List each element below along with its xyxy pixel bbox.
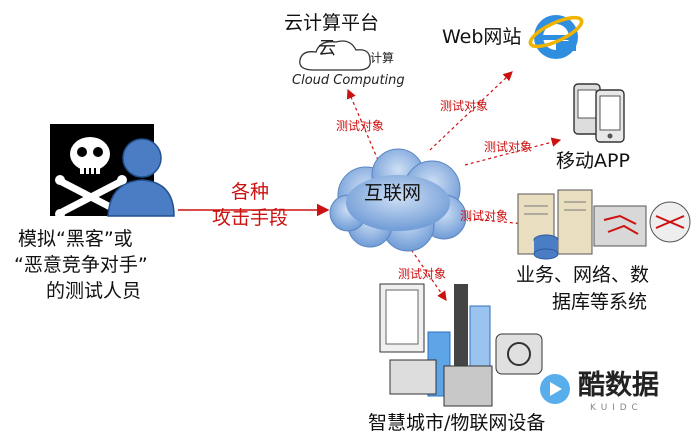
- tester-label-line2: “恶意竞争对手”: [14, 254, 148, 276]
- watermark-sub: K U I D C: [590, 403, 639, 413]
- cloud-computing-logo: [284, 34, 424, 92]
- edge-label-smart-city: 测试对象: [398, 267, 447, 281]
- watermark-logo-icon: [538, 372, 572, 406]
- attack-label-line2: 攻击手段: [211, 206, 288, 229]
- edge-label-mobile: 测试对象: [484, 140, 533, 154]
- attack-label: 各种 攻击手段: [198, 180, 302, 231]
- cloud-logo-side: 计算: [370, 51, 395, 65]
- cloud-logo-char: 云: [318, 38, 336, 59]
- smart-city-label: 智慧城市/物联网设备: [368, 412, 546, 434]
- watermark-brand: 酷数据: [578, 370, 659, 401]
- web-label: Web网站: [442, 26, 522, 48]
- edge-label-systems: 测试对象: [460, 209, 509, 223]
- tester-label-line1: 模拟“黑客”或: [18, 228, 133, 250]
- mobile-device-icon: [566, 80, 632, 146]
- cloud-platform-label: 云计算平台: [284, 12, 380, 34]
- ie-logo-icon: [526, 6, 586, 64]
- smart-city-devices-icon: [370, 262, 550, 412]
- arrow-to-cloud-platform: [346, 88, 379, 161]
- arrow-to-mobile: [464, 137, 562, 166]
- server-network-icon: [514, 186, 694, 260]
- internet-label: 互联网: [364, 182, 422, 204]
- edge-label-cloud: 测试对象: [336, 119, 385, 133]
- systems-label-line2: 据库等系统: [552, 291, 648, 313]
- arrow-to-web: [429, 71, 513, 151]
- tester-label-line3: 的测试人员: [46, 280, 142, 302]
- attack-label-line1: 各种: [230, 181, 269, 203]
- edge-label-web: 测试对象: [440, 99, 489, 113]
- arrow-to-smart-city: [407, 244, 447, 301]
- hacker-icon: [50, 124, 176, 224]
- internet-cloud: [326, 145, 472, 253]
- systems-label-line1: 业务、网络、数: [516, 264, 650, 286]
- mobile-label: 移动APP: [556, 150, 630, 172]
- cloud-logo-en: Cloud Computing: [292, 73, 405, 88]
